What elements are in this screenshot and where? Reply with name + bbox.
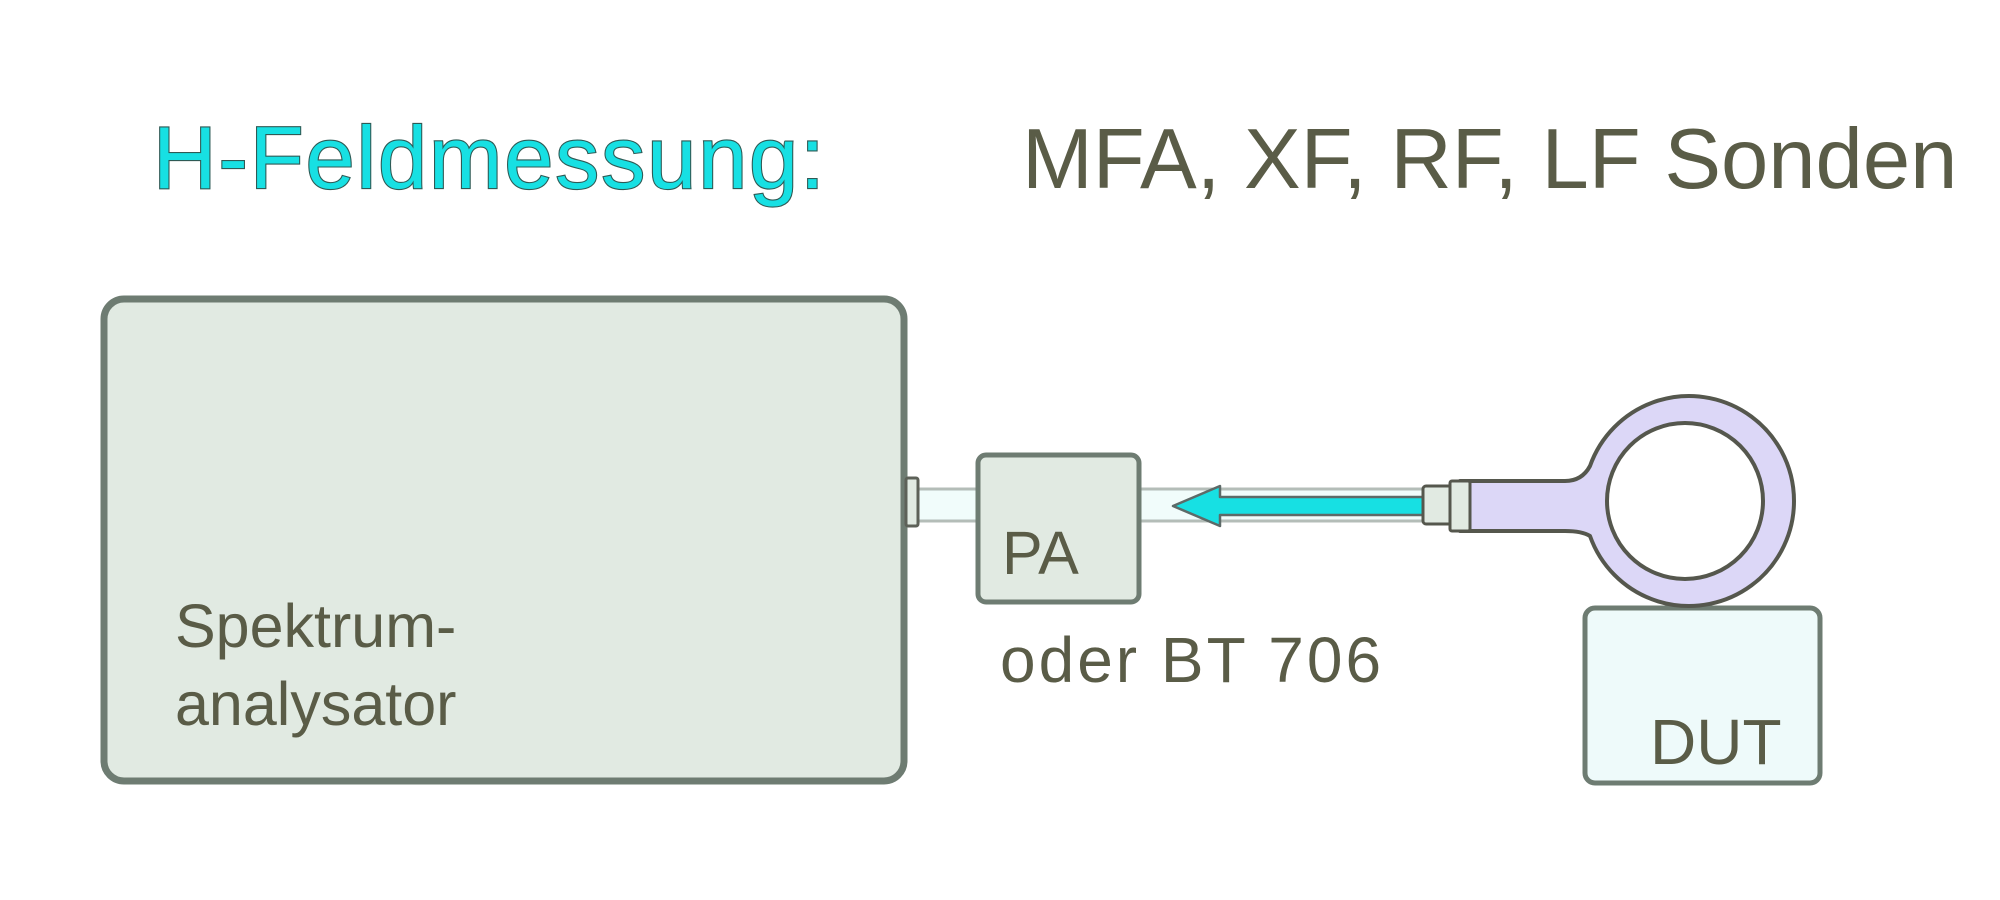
- preamplifier-alternative-label: oder BT 706: [1000, 624, 1384, 696]
- spectrum-analyzer-box: [100, 295, 908, 785]
- spectrum-analyzer: Spektrum- analysator: [100, 295, 908, 785]
- preamplifier-box: [975, 452, 1142, 605]
- dut-label: DUT: [1650, 706, 1782, 778]
- spectrum-analyzer-label-line2: analysator: [175, 670, 456, 738]
- device-under-test: DUT: [1582, 605, 1823, 786]
- spectrum-analyzer-label-line1: Spektrum-: [175, 592, 456, 660]
- analyzer-input-connector: [904, 476, 920, 528]
- cable-analyzer-to-pa: [916, 487, 978, 523]
- title-h-field-measurement: H-Feldmessung:: [153, 108, 827, 207]
- dut-box: [1582, 605, 1823, 786]
- probe-loop-aperture: [1605, 421, 1765, 581]
- probe-collar: [1448, 479, 1472, 533]
- preamplifier-label: PA: [1002, 519, 1079, 587]
- h-field-loop-probe: [1421, 394, 1796, 608]
- preamplifier: PA: [975, 452, 1142, 605]
- title-probe-types: MFA, XF, RF, LF Sonden: [1022, 112, 1957, 207]
